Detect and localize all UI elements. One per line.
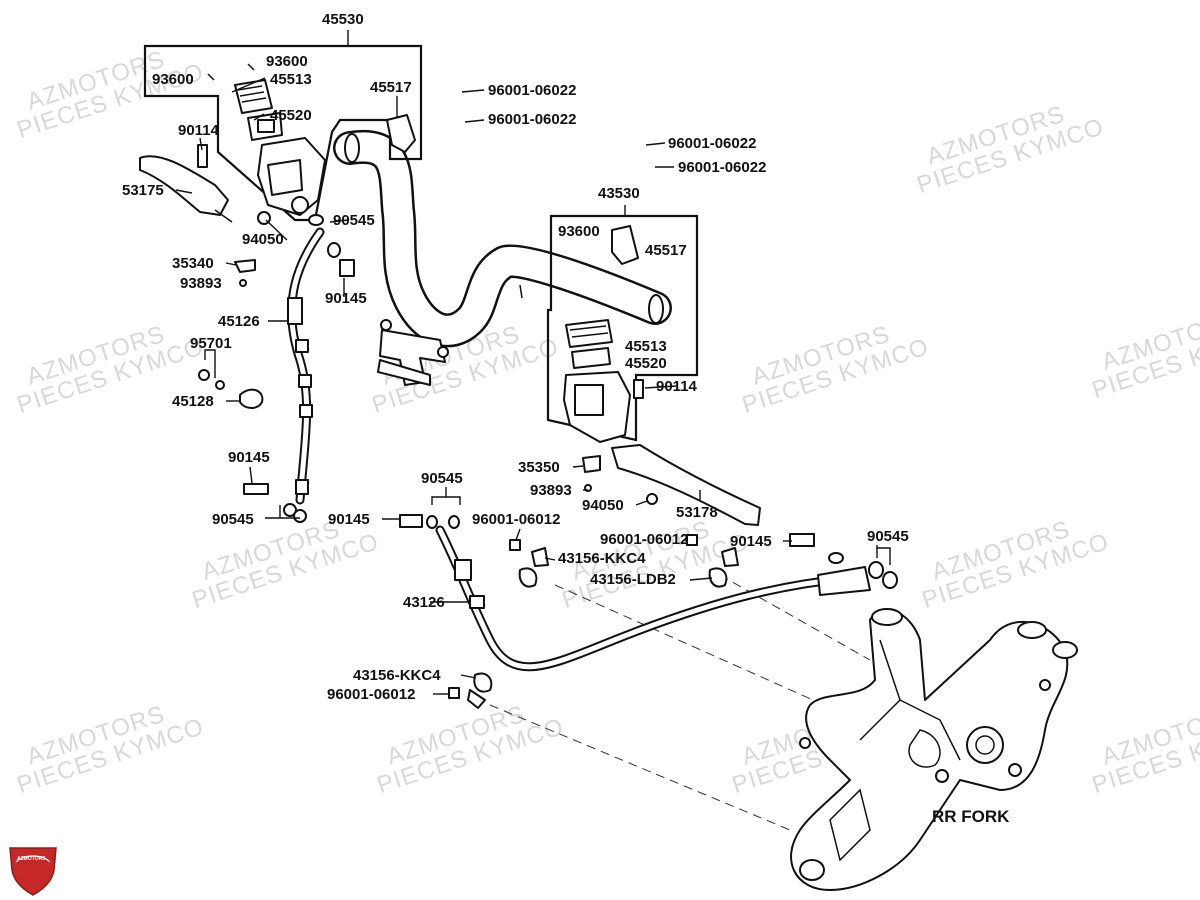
label-94050: 94050 (242, 231, 284, 248)
rr-fork-bracket (790, 608, 1078, 891)
left-master-cylinder (139, 44, 423, 225)
label-90114: 90114 (656, 378, 698, 395)
label-53175: 53175 (122, 182, 164, 199)
label-43156-kkc4: 43156-KKC4 (353, 667, 441, 684)
label-93600: 93600 (266, 53, 308, 70)
label-45128: 45128 (172, 393, 214, 410)
label-90145: 90145 (228, 449, 270, 466)
label-96001-06022: 96001-06022 (668, 135, 756, 152)
label-90145: 90145 (325, 290, 367, 307)
label-43156-kkc4: 43156-KKC4 (558, 550, 646, 567)
label-45513: 45513 (625, 338, 667, 355)
label-93600: 93600 (558, 223, 600, 240)
label-35340: 35340 (172, 255, 214, 272)
label-95701: 95701 (190, 335, 232, 352)
callout-brackets (204, 30, 891, 565)
label-96001-06022: 96001-06022 (488, 82, 576, 99)
leader-lines (175, 77, 792, 695)
label-90145: 90145 (730, 533, 772, 550)
part-number-labels: 45530 93600 93600 45513 45517 45520 9600… (122, 11, 1010, 826)
label-53178: 53178 (676, 504, 718, 521)
handlebar (333, 129, 672, 386)
label-96001-06012: 96001-06012 (327, 686, 415, 703)
label-45517: 45517 (645, 242, 687, 259)
label-90545: 90545 (333, 212, 375, 229)
left-brake-hose (198, 214, 355, 523)
label-93893: 93893 (530, 482, 572, 499)
label-90545: 90545 (867, 528, 909, 545)
label-43126: 43126 (403, 594, 445, 611)
label-rr-fork: RR FORK (932, 807, 1010, 826)
azmotors-logo: AZMOTORS (9, 847, 57, 896)
label-96001-06022: 96001-06022 (488, 111, 576, 128)
label-94050: 94050 (582, 497, 624, 514)
label-90145: 90145 (328, 511, 370, 528)
logo-text: AZMOTORS (17, 856, 46, 862)
label-45530: 45530 (322, 11, 364, 28)
label-43156-ldb2: 43156-LDB2 (590, 571, 676, 588)
label-45126: 45126 (218, 313, 260, 330)
label-96001-06012: 96001-06012 (472, 511, 560, 528)
label-96001-06022: 96001-06022 (678, 159, 766, 176)
assembly-guide-lines (489, 574, 871, 831)
label-93600: 93600 (152, 71, 194, 88)
label-90114: 90114 (178, 122, 220, 139)
label-90545: 90545 (421, 470, 463, 487)
front-brake-hose (399, 514, 898, 709)
label-90545: 90545 (212, 511, 254, 528)
label-45520: 45520 (625, 355, 667, 372)
label-45513: 45513 (270, 71, 312, 88)
label-45517: 45517 (370, 79, 412, 96)
label-93893: 93893 (180, 275, 222, 292)
label-45520: 45520 (270, 107, 312, 124)
label-96001-06012: 96001-06012 (600, 531, 688, 548)
label-43530: 43530 (598, 185, 640, 202)
right-master-cylinder (546, 214, 761, 526)
label-35350: 35350 (518, 459, 560, 476)
